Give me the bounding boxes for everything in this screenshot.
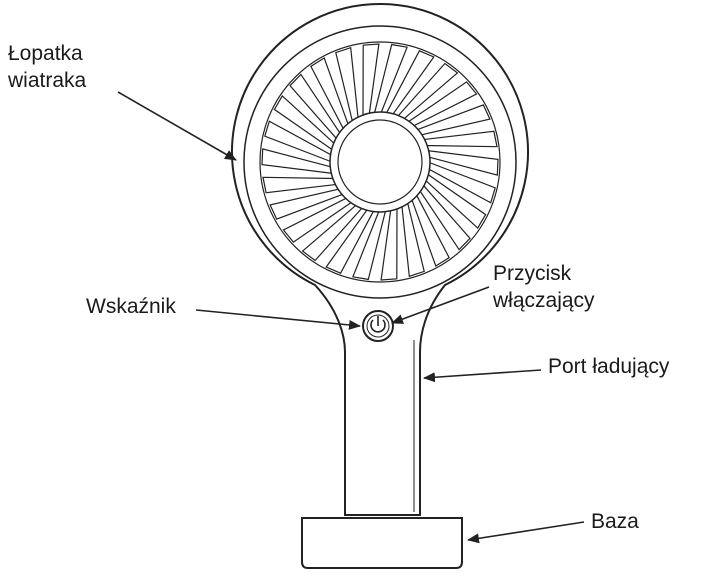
- label-power-button: Przycisk włączający: [493, 260, 595, 314]
- label-power-button-line-2: włączający: [493, 289, 595, 312]
- fan-guard-ring: [243, 25, 517, 299]
- fan-base: [301, 517, 463, 569]
- power-icon: [370, 316, 386, 333]
- label-fan-blade-line-2: wiatraka: [8, 69, 87, 92]
- label-indicator: Wskaźnik: [86, 295, 176, 318]
- label-fan-blade: Łopatka wiatraka: [8, 40, 86, 94]
- fan-hub: [337, 119, 423, 205]
- power-button[interactable]: [362, 310, 394, 342]
- fan-body-outline: [231, 3, 529, 516]
- label-base: Baza: [591, 510, 639, 533]
- arrow-indicator: [195, 309, 361, 330]
- fan-guard-inner-ring: [259, 41, 501, 283]
- label-fan-blade-line-1: Łopatka: [8, 42, 83, 65]
- label-charging-port: Port ładujący: [548, 355, 670, 378]
- arrow-fan-blade: [117, 91, 237, 161]
- arrow-base: [467, 521, 585, 544]
- label-power-button-line-1: Przycisk: [493, 262, 572, 285]
- arrow-power-button: [391, 286, 490, 324]
- arrow-charging-port: [423, 369, 542, 383]
